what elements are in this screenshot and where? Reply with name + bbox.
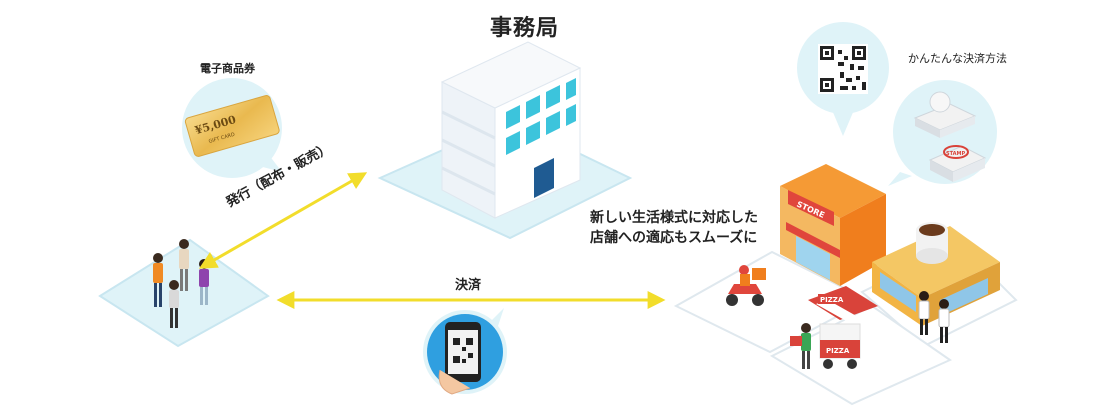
payment-methods-title: かんたんな決済方法 <box>908 52 1007 65</box>
office-title: 事務局 <box>490 16 560 41</box>
pizza-sign: PIZZA <box>820 296 844 304</box>
delivery-scooter-icon <box>726 265 766 306</box>
users-people-icon <box>153 239 209 328</box>
cafe-building <box>872 222 1000 326</box>
stamp-icon: STAMP <box>913 91 987 182</box>
issue-arrow <box>198 172 368 269</box>
pizza-delivery-person-icon <box>790 323 811 369</box>
gift-card-icon: ¥5,000 GIFT CARD <box>184 95 280 157</box>
store-description-line2: 店舗への適応もスムーズに <box>590 230 758 246</box>
smartphone-qr-icon <box>427 314 503 395</box>
store-staff-icon <box>918 291 950 343</box>
settle-label: 決済 <box>455 278 482 293</box>
pizza-stall: PIZZA PIZZA <box>808 286 878 369</box>
stamp-text: STAMP <box>946 151 965 157</box>
store-description-line1: 新しい生活様式に対応した <box>590 210 758 226</box>
pizza-cart-sign: PIZZA <box>826 347 850 355</box>
store-platform-bottom <box>769 304 953 406</box>
qr-code-icon <box>818 44 868 94</box>
office-building <box>440 41 582 219</box>
gift-card-title: 電子商品券 <box>200 62 255 75</box>
